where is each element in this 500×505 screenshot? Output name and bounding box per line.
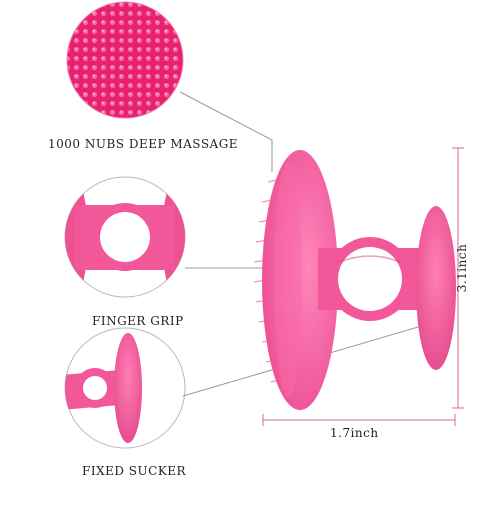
nubs-closeup <box>66 1 184 119</box>
nubs-label: 1000 NUBS DEEP MASSAGE <box>48 137 239 151</box>
finger-grip-ring <box>318 237 425 321</box>
finger-grip-closeup <box>64 176 186 298</box>
dimension-lines <box>262 147 464 426</box>
fixed-sucker-label: FIXED SUCKER <box>82 464 187 478</box>
fixed-sucker-closeup <box>64 327 186 449</box>
finger-grip-label: FINGER GRIP <box>92 314 184 328</box>
scrubber-pad <box>253 150 338 410</box>
fixed-sucker <box>416 206 456 370</box>
width-dimension-label: 1.7inch <box>330 426 379 440</box>
height-dimension-label: 3.1inch <box>455 243 469 293</box>
